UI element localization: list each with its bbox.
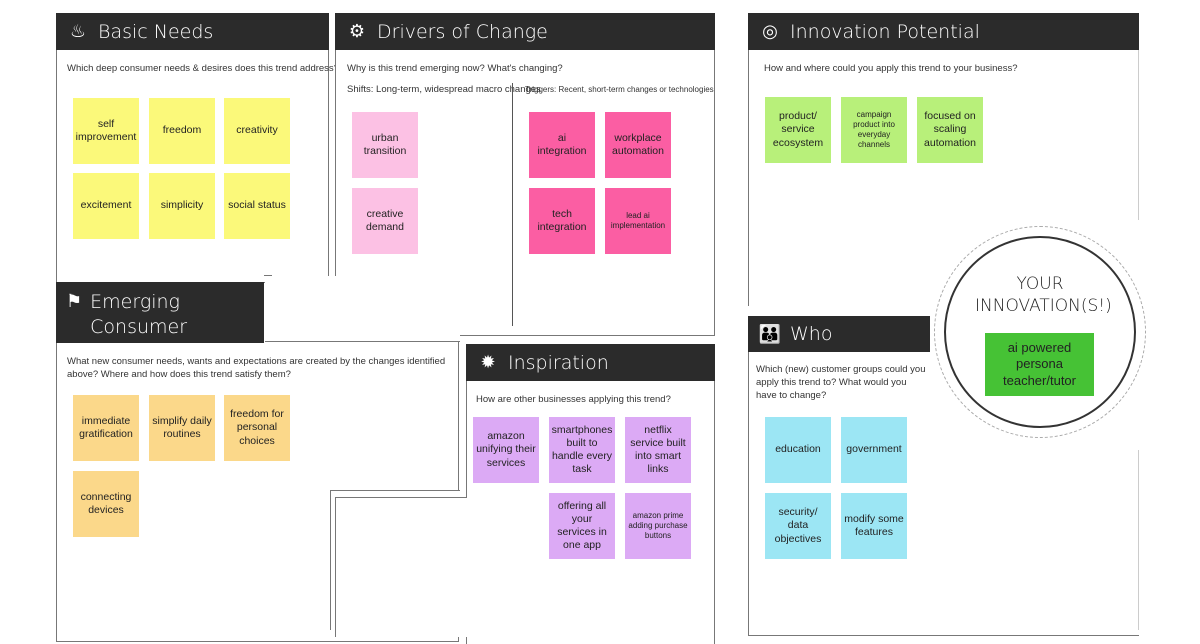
sticky-note[interactable]: creative demand [352,188,418,254]
sticky-note[interactable]: ai integration [529,112,595,178]
drivers-question: Why is this trend emerging now? What's c… [347,63,563,74]
sticky-note[interactable]: amazon prime adding purchase buttons [625,493,691,559]
sticky-note[interactable]: immediate gratification [73,395,139,461]
inspiration-header: ✹ Inspiration [466,344,715,381]
triggers-label: Triggers: Recent, short-term changes or … [525,85,714,94]
inspiration-question: How are other businesses applying this t… [476,394,671,405]
your-innovation-note[interactable]: ai powered persona teacher/tutor [985,333,1094,396]
sticky-note[interactable]: lead ai implementation [605,188,671,254]
sticky-note[interactable]: modify some features [841,493,907,559]
border [1138,450,1139,630]
sticky-note[interactable]: self improvement [73,98,139,164]
sticky-note[interactable]: excitement [73,173,139,239]
sticky-note[interactable]: government [841,417,907,483]
sticky-note[interactable]: security/ data objectives [765,493,831,559]
sticky-note[interactable]: offering all your services in one app [549,493,615,559]
who-title: Who [790,323,833,345]
sticky-note[interactable]: workplace automation [605,112,671,178]
sticky-note[interactable]: tech integration [529,188,595,254]
mask [265,276,460,342]
basic-needs-header: ♨ Basic Needs [56,13,329,50]
sticky-note[interactable]: creativity [224,98,290,164]
emerging-question: What new consumer needs, wants and expec… [67,356,446,380]
sticky-note[interactable]: smartphones built to handle every task [549,417,615,483]
who-header: 👪 Who [748,316,930,352]
sticky-note[interactable]: campaign product into everyday channels [841,97,907,163]
innovation-circle [944,236,1136,428]
innovation-question: How and where could you apply this trend… [764,63,1018,74]
shifts-label: Shifts: Long-term, widespread macro chan… [347,84,541,95]
sticky-note[interactable]: connecting devices [73,471,139,537]
sticky-note[interactable]: amazon unifying their services [473,417,539,483]
divider [512,83,513,326]
sticky-note[interactable]: netflix service built into smart links [625,417,691,483]
emerging-title: Emerging Consumer Expectations [90,291,213,363]
flame-icon: ♨ [69,21,87,42]
sticky-note[interactable]: freedom [149,98,215,164]
innovation-title: Innovation Potential [790,20,980,43]
emerging-header: ⚑ Emerging Consumer Expectations [56,282,264,362]
border [1138,13,1139,220]
drivers-header: ⚙ Drivers of Change [335,13,715,50]
basic-needs-question: Which deep consumer needs & desires does… [67,63,339,74]
sticky-note[interactable]: freedom for personal choices [224,395,290,461]
sticky-note[interactable]: simplify daily routines [149,395,215,461]
people-icon: 👪 [758,323,782,345]
mask [335,497,467,637]
burst-icon: ✹ [480,352,496,373]
inspiration-title: Inspiration [508,351,609,374]
innovation-header: ◎ Innovation Potential [748,13,1139,50]
your-innovation-title: YOUR INNOVATION(S!) [975,274,1112,317]
flag-icon: ⚑ [66,291,83,312]
basic-needs-title: Basic Needs [98,20,214,43]
sticky-note[interactable]: urban transition [352,112,418,178]
who-question: Which (new) customer groups could you ap… [756,364,926,401]
sticky-note[interactable]: focused on scaling automation [917,97,983,163]
sticky-note[interactable]: product/ service ecosystem [765,97,831,163]
sticky-note[interactable]: education [765,417,831,483]
target-icon: ◎ [762,21,778,42]
sticky-note[interactable]: simplicity [149,173,215,239]
gears-icon: ⚙ [348,21,366,42]
sticky-note[interactable]: social status [224,173,290,239]
drivers-title: Drivers of Change [377,20,548,43]
